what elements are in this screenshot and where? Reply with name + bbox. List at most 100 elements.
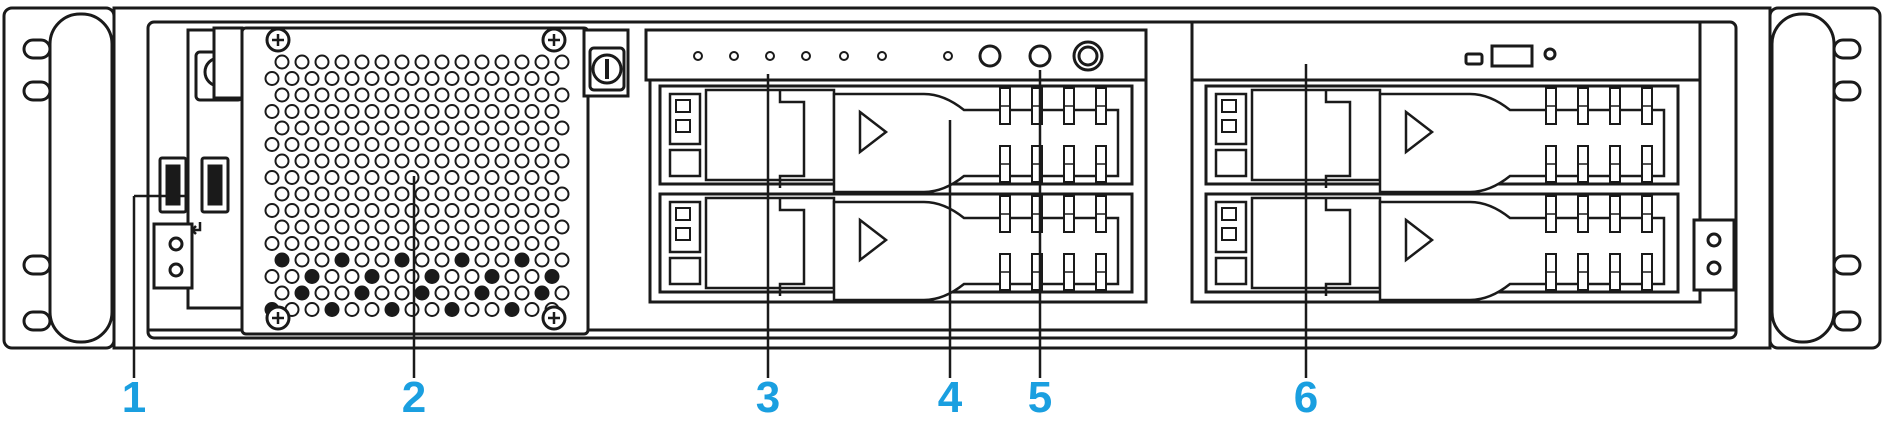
drive-bay-icon[interactable] xyxy=(1204,192,1680,302)
fan-hole xyxy=(274,219,290,235)
fan-hole xyxy=(424,137,440,152)
fan-hole xyxy=(514,252,530,268)
fan-grille-icon xyxy=(212,26,590,336)
fan-hole xyxy=(324,236,340,251)
fan-hole xyxy=(374,153,390,169)
fan-hole xyxy=(484,236,500,251)
callout-4: 4 xyxy=(938,120,963,422)
fan-hole xyxy=(464,137,480,152)
fan-hole xyxy=(434,285,450,301)
fan-hole xyxy=(424,302,440,317)
fan-hole xyxy=(304,236,320,251)
fan-hole xyxy=(314,252,330,268)
fan-hole xyxy=(534,285,550,301)
fan-hole xyxy=(494,87,510,103)
fan-hole xyxy=(314,54,330,70)
fan-hole xyxy=(394,54,410,70)
fan-hole xyxy=(414,120,430,136)
activity-led-icon xyxy=(1543,47,1557,61)
fan-hole xyxy=(414,87,430,103)
fan-hole xyxy=(384,302,400,317)
fan-hole xyxy=(534,186,550,202)
fan-hole xyxy=(474,120,490,136)
fan-hole xyxy=(294,252,310,268)
fan-hole xyxy=(524,269,540,284)
fan-hole xyxy=(494,120,510,136)
fan-hole xyxy=(344,269,360,284)
fan-hole xyxy=(434,219,450,235)
fan-hole xyxy=(384,170,400,185)
fan-hole xyxy=(554,87,570,103)
fan-hole xyxy=(344,71,360,86)
fan-hole xyxy=(314,186,330,202)
fan-hole xyxy=(354,219,370,235)
fan-hole xyxy=(324,170,340,185)
fan-hole xyxy=(434,186,450,202)
fan-hole xyxy=(394,87,410,103)
fan-hole xyxy=(274,186,290,202)
fan-hole xyxy=(534,120,550,136)
fan-hole xyxy=(554,153,570,169)
fan-hole xyxy=(454,285,470,301)
fan-hole xyxy=(544,104,560,119)
fan-hole xyxy=(434,120,450,136)
fan-hole xyxy=(554,219,570,235)
fan-hole xyxy=(444,203,460,218)
fan-hole xyxy=(354,186,370,202)
fan-hole xyxy=(334,54,350,70)
fan-hole xyxy=(304,104,320,119)
fan-hole xyxy=(314,87,330,103)
fan-hole xyxy=(534,54,550,70)
callout-5: 5 xyxy=(1028,70,1052,422)
fan-hole xyxy=(484,302,500,317)
fan-hole xyxy=(534,252,550,268)
fan-hole xyxy=(474,87,490,103)
fan-holes xyxy=(264,54,570,317)
eject-button-icon[interactable] xyxy=(1490,44,1534,68)
fan-hole xyxy=(344,104,360,119)
status-led-icon xyxy=(729,51,739,61)
fan-hole xyxy=(354,252,370,268)
fan-hole xyxy=(304,203,320,218)
callout-label: 1 xyxy=(122,373,146,422)
fan-hole xyxy=(264,236,280,251)
drive-bay-icon[interactable] xyxy=(1204,84,1680,194)
fan-hole xyxy=(404,170,420,185)
fan-hole xyxy=(284,137,300,152)
fan-hole xyxy=(294,153,310,169)
fan-hole xyxy=(304,170,320,185)
fan-hole xyxy=(364,203,380,218)
fan-hole xyxy=(504,302,520,317)
fan-hole xyxy=(414,153,430,169)
fan-hole xyxy=(394,153,410,169)
fan-hole xyxy=(544,170,560,185)
fan-hole xyxy=(444,302,460,317)
fan-hole xyxy=(334,219,350,235)
fan-hole xyxy=(414,252,430,268)
usb-port-slot xyxy=(165,164,181,206)
fan-hole xyxy=(294,120,310,136)
fan-hole xyxy=(404,104,420,119)
fan-hole xyxy=(404,137,420,152)
fan-hole xyxy=(504,236,520,251)
fan-hole xyxy=(374,285,390,301)
fan-hole xyxy=(334,252,350,268)
drive-bay-icon[interactable] xyxy=(658,192,1134,302)
fan-hole xyxy=(404,203,420,218)
fan-hole xyxy=(424,269,440,284)
fan-hole xyxy=(494,285,510,301)
fan-hole xyxy=(554,252,570,268)
push-button-icon[interactable] xyxy=(1028,44,1052,68)
fan-hole xyxy=(534,153,550,169)
drive-bay-icon[interactable] xyxy=(658,84,1134,194)
fan-hole xyxy=(334,87,350,103)
reset-button-icon[interactable] xyxy=(978,44,1002,68)
fan-hole xyxy=(524,203,540,218)
usb-port-slot xyxy=(207,164,223,206)
fan-hole xyxy=(504,170,520,185)
fan-hole xyxy=(534,87,550,103)
fan-hole xyxy=(514,153,530,169)
fan-hole xyxy=(544,203,560,218)
fan-hole xyxy=(524,236,540,251)
